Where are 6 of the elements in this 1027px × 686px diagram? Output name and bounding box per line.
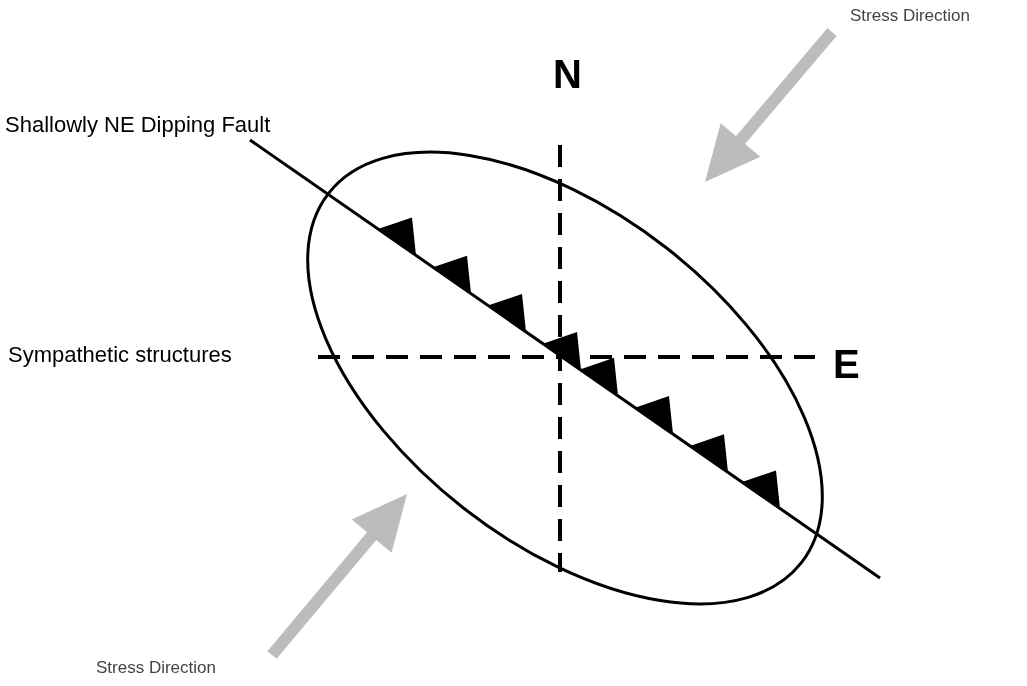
structures-label: Sympathetic structures bbox=[8, 342, 232, 368]
east-label: E bbox=[833, 342, 860, 387]
fault-label: Shallowly NE Dipping Fault bbox=[5, 112, 271, 138]
stress-direction-label: Stress Direction bbox=[850, 6, 970, 26]
stress-direction-label: Stress Direction bbox=[96, 658, 216, 678]
north-label: N bbox=[553, 52, 582, 97]
